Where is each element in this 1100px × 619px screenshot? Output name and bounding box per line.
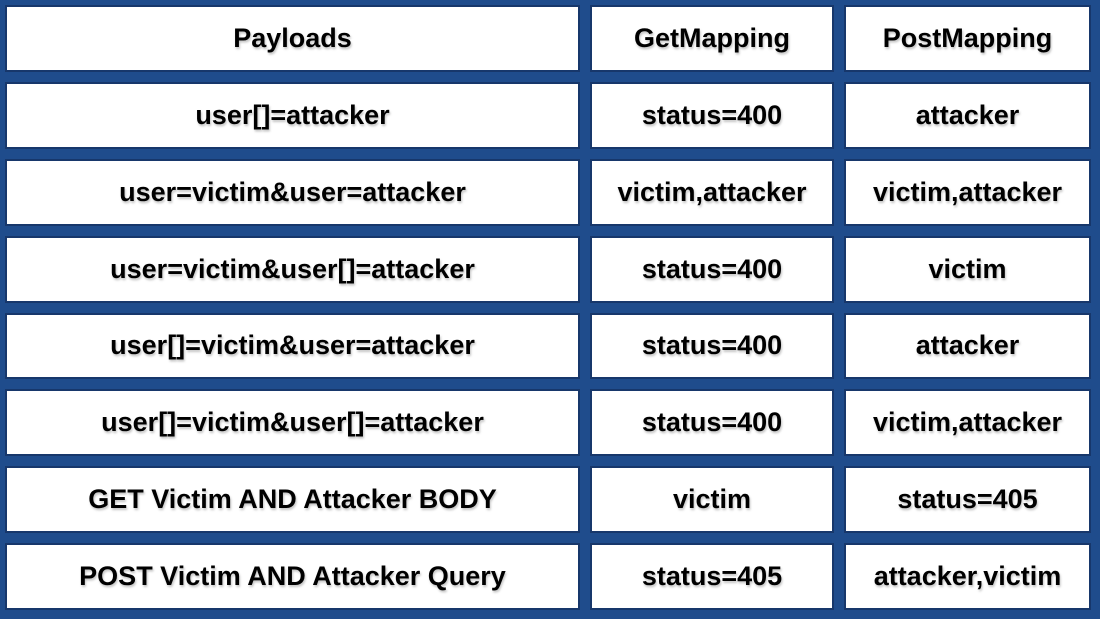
table-cell-get: status=400 xyxy=(590,81,834,149)
table-cell-post: victim,attacker xyxy=(844,158,1091,226)
table-cell-payload: POST Victim AND Attacker Query xyxy=(5,543,580,610)
column-header-getmapping: GetMapping xyxy=(590,5,834,72)
table-cell-get: victim xyxy=(590,466,834,534)
table-cell-payload: user[]=victim&user=attacker xyxy=(5,312,580,380)
table-cell-payload: user=victim&user[]=attacker xyxy=(5,235,580,303)
table-cell-get: status=400 xyxy=(590,389,834,457)
table-cell-post: attacker xyxy=(844,81,1091,149)
table-cell-payload: user[]=victim&user[]=attacker xyxy=(5,389,580,457)
table-cell-post: victim,attacker xyxy=(844,389,1091,457)
table-cell-post: victim xyxy=(844,235,1091,303)
column-header-payloads: Payloads xyxy=(5,5,580,72)
table-cell-post: attacker,victim xyxy=(844,543,1091,610)
table-cell-payload: GET Victim AND Attacker BODY xyxy=(5,466,580,534)
table-cell-get: status=405 xyxy=(590,543,834,610)
table-cell-post: status=405 xyxy=(844,466,1091,534)
table-cell-payload: user=victim&user=attacker xyxy=(5,158,580,226)
column-header-postmapping: PostMapping xyxy=(844,5,1091,72)
table-cell-post: attacker xyxy=(844,312,1091,380)
table-cell-get: status=400 xyxy=(590,235,834,303)
table-cell-get: status=400 xyxy=(590,312,834,380)
table-cell-payload: user[]=attacker xyxy=(5,81,580,149)
table-cell-get: victim,attacker xyxy=(590,158,834,226)
